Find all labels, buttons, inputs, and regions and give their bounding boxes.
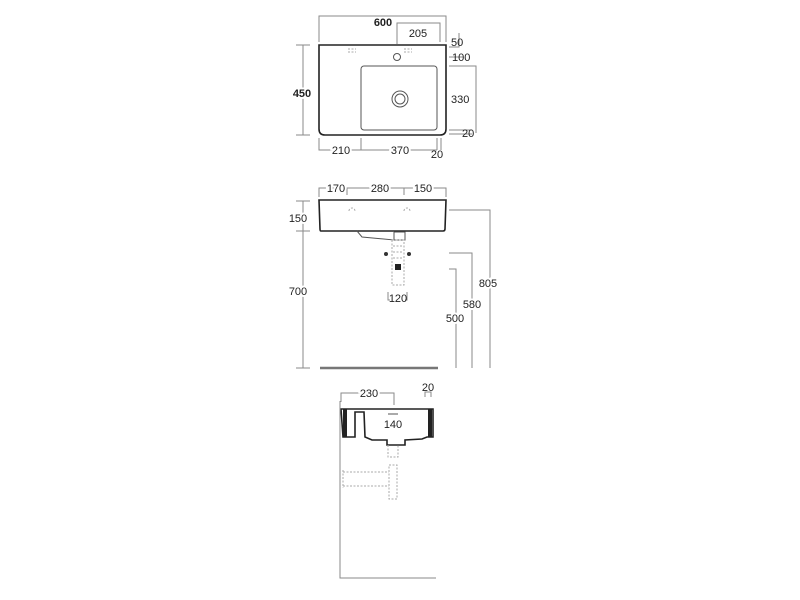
drain-inner xyxy=(394,93,406,105)
dim-left-deck: 210 xyxy=(332,145,350,157)
dim-top-height: 805 xyxy=(479,278,497,290)
dim-height: 150 xyxy=(289,213,307,225)
trap-pipe xyxy=(342,445,399,500)
dim-right: 150 xyxy=(414,183,432,195)
waste-outlet xyxy=(395,264,401,270)
dim-left: 170 xyxy=(327,183,345,195)
dim-mount-height: 700 xyxy=(289,286,307,298)
dim-rim: 20 xyxy=(422,382,434,394)
top-dimension-lines xyxy=(296,15,477,151)
dim-waste-height: 500 xyxy=(446,313,464,325)
dim-width: 600 xyxy=(374,17,392,29)
waste-pipe xyxy=(391,239,405,286)
bowl-outline xyxy=(360,65,438,131)
side-dimension-lines xyxy=(339,391,436,579)
dim-between-holes: 280 xyxy=(371,183,389,195)
basin-front xyxy=(318,199,447,232)
basin-underside xyxy=(356,230,406,241)
section-wall-left xyxy=(343,409,347,437)
front-view: 170 280 150 150 700 805 580 500 120 xyxy=(287,181,499,370)
drain-icon xyxy=(391,90,409,108)
dim-bowl-top: 100 xyxy=(452,52,470,64)
bracket-right xyxy=(407,252,411,256)
front-dimension-lines xyxy=(296,187,491,369)
basin-outline xyxy=(318,44,447,136)
dim-drain-offset: 140 xyxy=(384,419,402,431)
dim-depth-side: 230 xyxy=(360,388,378,400)
dim-waste-width: 120 xyxy=(389,293,407,305)
dim-bowl-bottom: 20 xyxy=(462,128,474,140)
section-wall-right xyxy=(428,409,432,437)
tap-hole xyxy=(393,53,401,61)
dim-tap-top: 50 xyxy=(451,37,463,49)
top-view: 600 205 50 100 450 330 20 210 370 20 xyxy=(291,15,477,161)
fixing-marks xyxy=(348,48,412,53)
side-view: 230 20 140 xyxy=(339,382,436,579)
fixing-holes xyxy=(348,207,411,212)
dim-tap-offset: 205 xyxy=(409,28,427,40)
dim-depth: 450 xyxy=(293,88,311,100)
dim-bowl-width: 370 xyxy=(391,145,409,157)
dim-bracket-height: 580 xyxy=(463,299,481,311)
dim-right-rim: 20 xyxy=(431,149,443,161)
bracket-left xyxy=(384,252,388,256)
dim-bowl-depth: 330 xyxy=(451,94,469,106)
